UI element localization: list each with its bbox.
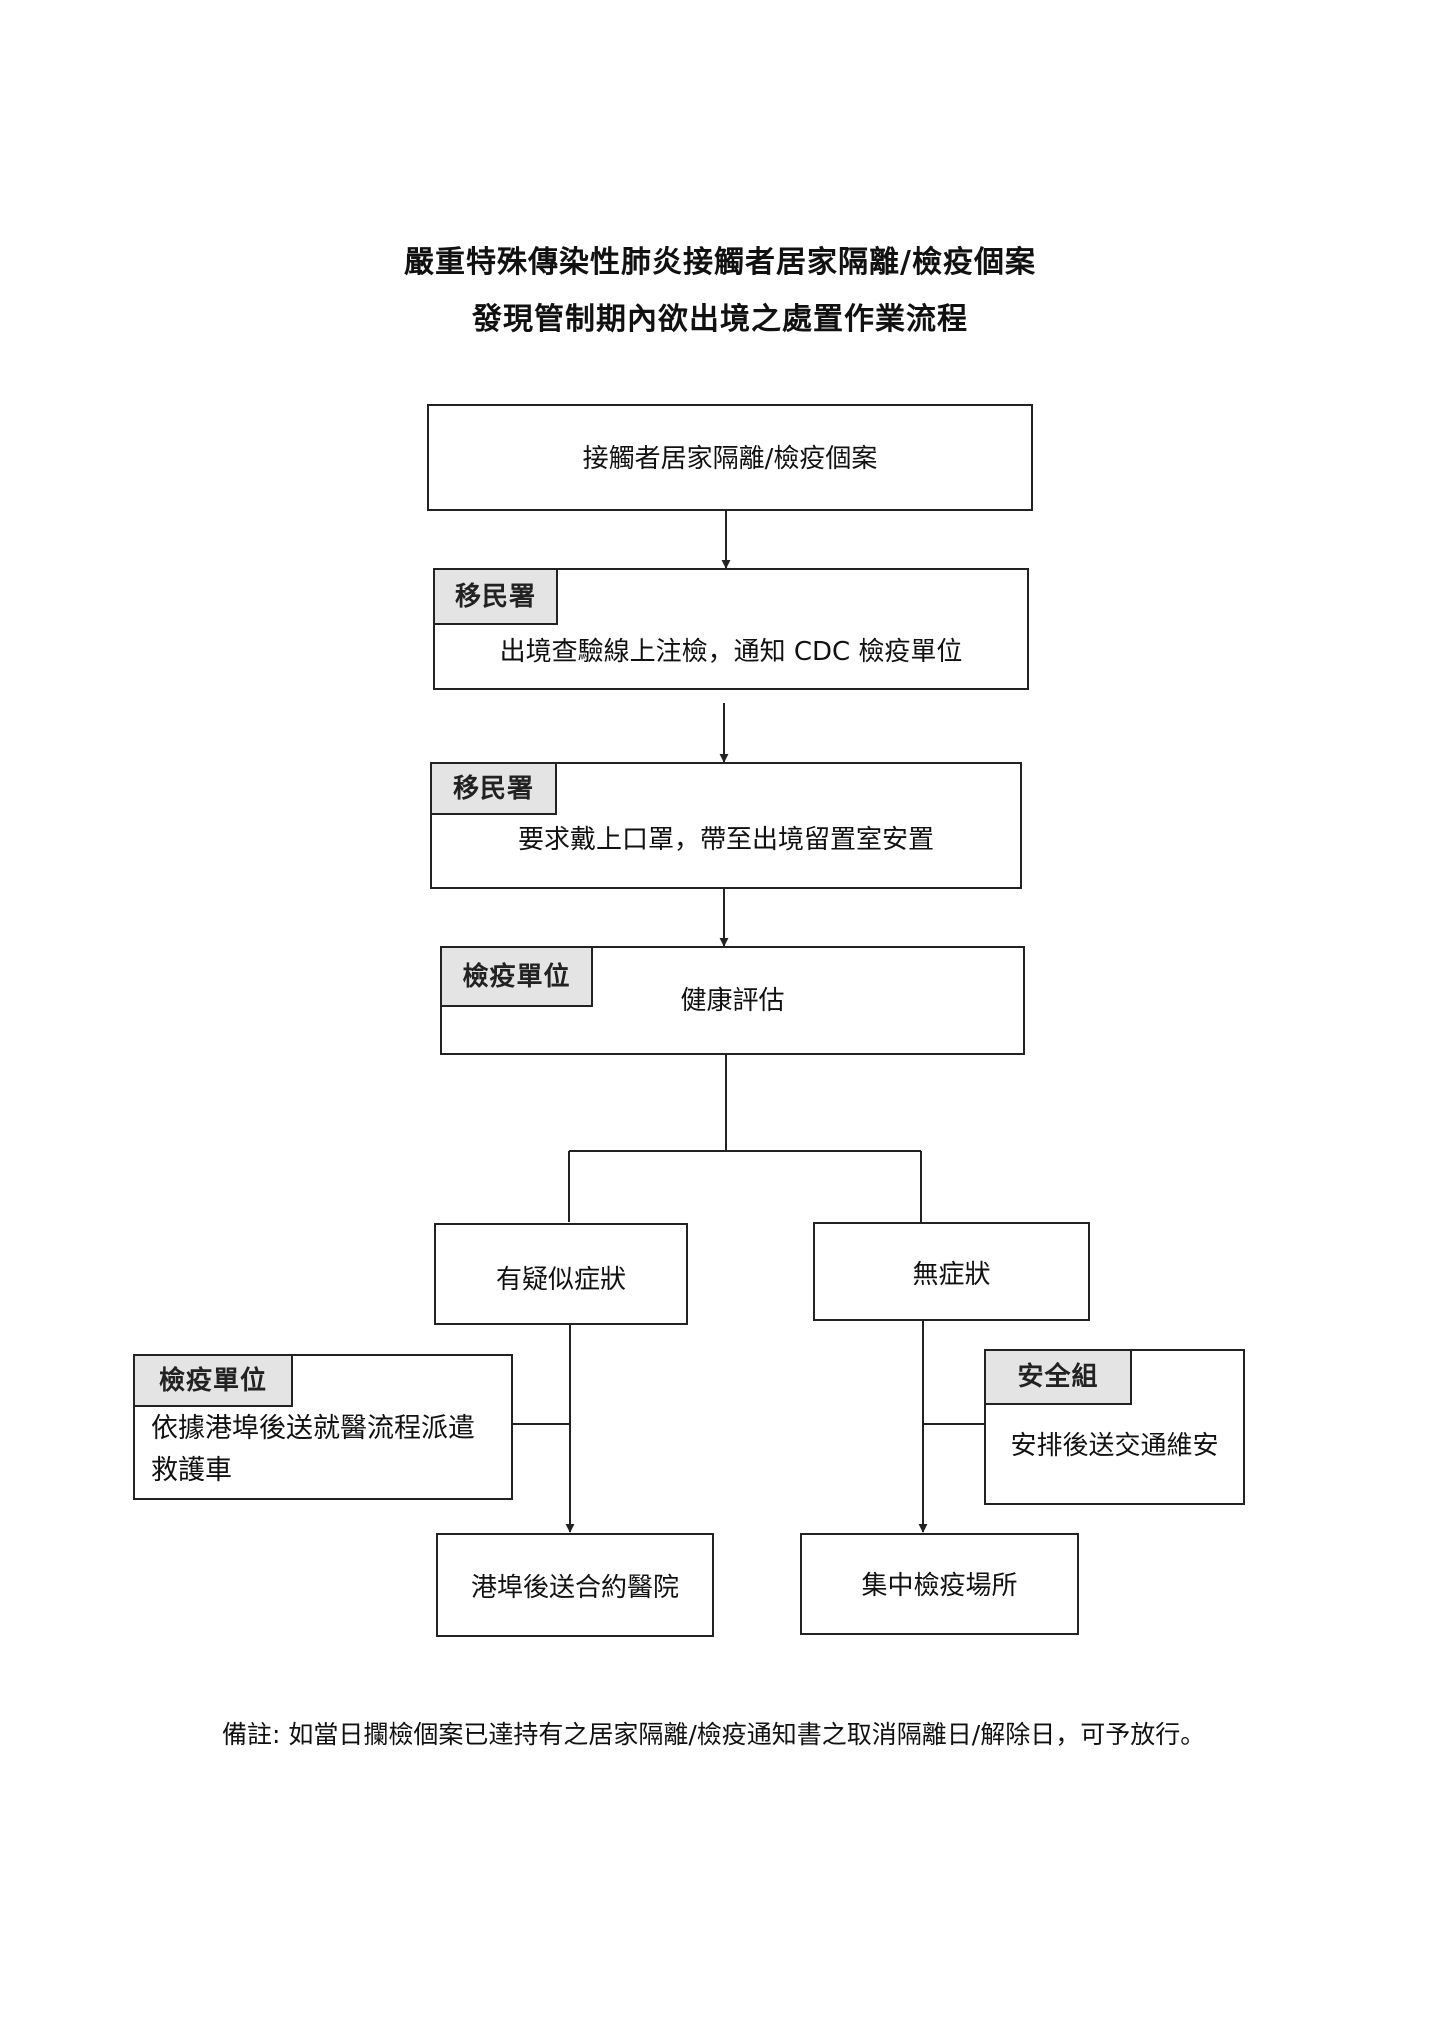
step1-node: 出境查驗線上注檢，通知 CDC 檢疫單位 bbox=[433, 568, 1029, 690]
asymptomatic-node: 無症狀 bbox=[813, 1222, 1090, 1321]
diagram-title-line2: 發現管制期內欲出境之處置作業流程 bbox=[472, 302, 968, 337]
side-right-agency-tag: 安全組 bbox=[984, 1349, 1132, 1405]
footnote: 備註: 如當日攔檢個案已達持有之居家隔離/檢疫通知書之取消隔離日/解除日，可予放… bbox=[222, 1720, 1206, 1749]
diagram-title-line1: 嚴重特殊傳染性肺炎接觸者居家隔離/檢疫個案 bbox=[404, 245, 1036, 280]
side-right-node-label: 安排後送交通維安 bbox=[1010, 1431, 1219, 1461]
start-node: 接觸者居家隔離/檢疫個案 bbox=[427, 404, 1033, 511]
start-node-label: 接觸者居家隔離/檢疫個案 bbox=[582, 444, 878, 474]
step2-agency-tag: 移民署 bbox=[430, 762, 557, 815]
step3-node-label: 健康評估 bbox=[680, 986, 785, 1016]
end-left-node-label: 港埠後送合約醫院 bbox=[470, 1573, 679, 1603]
step1-node-label: 出境查驗線上注檢，通知 CDC 檢疫單位 bbox=[499, 637, 963, 667]
asymptomatic-node-label: 無症狀 bbox=[912, 1260, 991, 1290]
end-left-node: 港埠後送合約醫院 bbox=[436, 1533, 714, 1637]
step3-agency-tag: 檢疫單位 bbox=[440, 946, 593, 1007]
end-right-node: 集中檢疫場所 bbox=[800, 1533, 1079, 1635]
end-right-node-label: 集中檢疫場所 bbox=[861, 1571, 1018, 1601]
step1-agency-tag: 移民署 bbox=[433, 568, 558, 625]
side-left-line2: 救護車 bbox=[151, 1455, 232, 1486]
symptomatic-node-label: 有疑似症狀 bbox=[495, 1265, 626, 1295]
symptomatic-node: 有疑似症狀 bbox=[434, 1223, 688, 1325]
side-left-line1: 依據港埠後送就醫流程派遣 bbox=[151, 1413, 475, 1444]
side-left-agency-tag: 檢疫單位 bbox=[133, 1354, 293, 1407]
step2-node-label: 要求戴上口罩，帶至出境留置室安置 bbox=[517, 825, 934, 855]
